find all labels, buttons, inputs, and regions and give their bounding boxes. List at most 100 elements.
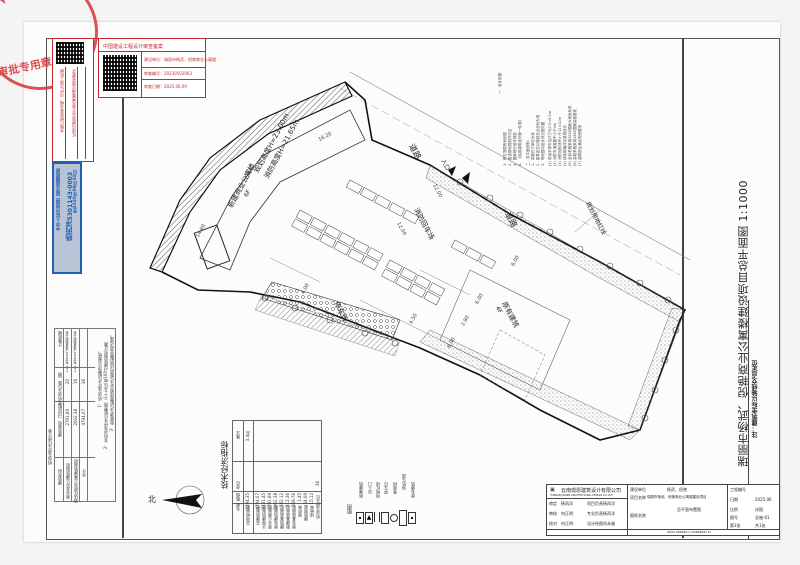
- new-building-outline: [199, 109, 366, 271]
- note-4: 4、《民用建筑设计统一标准》: [518, 118, 522, 166]
- econ-row-6-value: 512.36: [285, 493, 290, 507]
- econ-row-10-value: 15.12: [309, 493, 314, 505]
- econ-row-2-value: 3331.45: [261, 493, 266, 510]
- econ-row-0-note: 3.4亩: [245, 431, 250, 442]
- role-0: 审定: [549, 501, 557, 506]
- scale-label: 比例: [730, 507, 738, 512]
- role-5-name: 尚永福: [603, 521, 615, 526]
- note-15: (7) 建筑退让满足规划要求: [578, 124, 582, 166]
- role-3-name: 杨丙洋: [603, 501, 615, 506]
- drawing-name-value: 总平面布置图: [677, 507, 701, 512]
- role-0-name: 杨丙洋: [561, 501, 573, 506]
- drawing-main-note: 注：建筑坐标以轴线交点定位: [752, 360, 759, 438]
- approval-row-2: 审查编号：20230502003: [144, 71, 192, 76]
- drawing-title: 瑞丽市杨武、倪艳商业公寓楼建设项目总平面图 1:1000: [737, 180, 750, 468]
- econ-row-3-value: 2791.69: [267, 493, 272, 510]
- existing-building-dashed: [479, 329, 546, 401]
- grass-paver-parking-2: [254, 294, 401, 357]
- client-value: 杨武、倪艳: [667, 487, 687, 492]
- north-label: 北: [148, 495, 156, 504]
- sheet-label: 第1张: [730, 523, 741, 528]
- north-arrow: 北: [148, 480, 205, 520]
- planting-strip: [425, 164, 686, 323]
- role-2-name: 何正明: [561, 521, 573, 526]
- entrance-arrow-icon: ▲: [365, 512, 373, 524]
- company-name-en: YUNNAN JINGEN ARCHITECTURAL DESIGN CO.,L…: [550, 494, 613, 497]
- parking-spaces: [291, 179, 496, 306]
- qr-code-icon: [56, 42, 84, 64]
- econ-header-unit: 单位: [235, 481, 240, 489]
- road: [339, 71, 691, 276]
- star-icon: ★: [0, 0, 12, 12]
- planting-strip-east: [627, 307, 686, 431]
- legend-label-4: 景观树: [392, 482, 397, 494]
- red-line-leader: [574, 209, 601, 233]
- date-value: 2025.06: [755, 497, 772, 502]
- approval-header: 中国建设工程设计审查备案: [103, 44, 164, 50]
- legend-label-6: 原有建筑: [410, 482, 415, 498]
- econ-header-value: 数值: [235, 493, 240, 501]
- qr-code-icon: [103, 55, 137, 91]
- approval-side-box: 本图已经审查合格，可作为施工依据 红线内建筑总平面布置需满足规划要求: [52, 38, 94, 162]
- econ-header-note: 备注: [235, 431, 240, 439]
- scale-value: 详图: [755, 507, 763, 512]
- annex-building: [193, 224, 231, 270]
- company-name: 云南璟恩建筑设计有限公司: [561, 488, 622, 494]
- role-4-name: 杨丙洋: [603, 511, 615, 516]
- legend-title: 图例: [347, 504, 353, 514]
- date-label: 日期: [730, 497, 738, 502]
- tech-econ-table: 技术经济指标 名称 数值 单位 备注 总用地面积 2294.35 3.4亩 总建…: [220, 420, 322, 534]
- project-value: 瑞丽市杨武、倪艳商业公寓楼建设项目: [647, 495, 707, 499]
- existing-building-outline: [439, 269, 571, 391]
- approval-box: 中国建设工程设计审查备案 建设单位：瑞丽市杨武、倪艳商业公寓楼 审查编号：202…: [98, 38, 216, 98]
- drawing-name-label: 图纸名称: [630, 513, 646, 518]
- entrance-arrow-icon: [448, 166, 470, 184]
- role-4: 专业负责: [587, 511, 603, 516]
- proposed-building-icon: [356, 512, 364, 524]
- existing-building-icon: [408, 512, 416, 524]
- parking-stats-table: 机动车停车位统计表 建筑类别 建筑面积（㎡） 应配置机动车位数（辆） 计算依据 …: [47, 328, 116, 503]
- econ-row-4-value: 2002.38: [273, 493, 278, 510]
- design-notes: 一、设计依据： 1、甲方提供的地形图 2、建设用地规划许可证 3、国家现行设计规…: [492, 70, 692, 168]
- econ-row-7-value: 269.76: [291, 493, 296, 507]
- legend-label-5: 消防车道: [401, 474, 406, 490]
- role-3: 项目负责: [587, 501, 603, 506]
- drawing-inner-frame: [122, 38, 684, 538]
- approval-row-3: 审查日期：2025.06.09: [144, 84, 187, 89]
- econ-row-11-value: 36: [315, 481, 320, 487]
- company-logo-icon: ▣: [550, 487, 555, 493]
- legend-label-1: 出入口: [367, 482, 372, 494]
- approval-stamp: ★ 审批专用章: [0, 0, 98, 90]
- legend-label-3: 停车位: [383, 482, 388, 494]
- architect-registration-seal: 中华人民共和国二级注册建筑师 杨丙洋 5301143-0003 至2026年06…: [52, 162, 82, 274]
- job-no-label: 工程编号: [730, 487, 746, 492]
- red-line-icon: [374, 512, 380, 522]
- dimension-lines: [269, 257, 471, 351]
- parking-space-icon: [381, 512, 389, 524]
- role-5: 设计绘图: [587, 521, 603, 526]
- drawing-no-label: 图号: [730, 515, 738, 520]
- note-0: 一、设计依据：: [498, 69, 502, 95]
- econ-row-1-value: 4794.07: [255, 493, 260, 510]
- econ-row-5-value: 782.12: [279, 493, 284, 507]
- legend: 图例 新建建筑 ▲ 出入口 用地红线 停车位 景观树 消防车道 原有建筑: [346, 474, 416, 528]
- role-1: 审核: [549, 511, 557, 516]
- phone: 0692-2828501 13368829772: [667, 530, 712, 534]
- total-label: 共1张: [755, 523, 766, 528]
- north-arrow-icon: [162, 485, 205, 515]
- role-2: 校对: [549, 521, 557, 526]
- econ-row-9-value: 34.09: [303, 493, 308, 505]
- econ-row-11-name: 机动车停车位: [315, 495, 320, 519]
- fire-lane-icon: [399, 510, 407, 526]
- econ-row-0-value: 2294.35: [245, 493, 250, 510]
- econ-title: 技术经济指标: [220, 441, 229, 489]
- approval-row-1: 建设单位：瑞丽市杨武、倪艳商业公寓楼: [144, 57, 216, 62]
- drawing-sheet: [24, 22, 780, 542]
- note-8: 3、场地竖向设计详见竖向图: [541, 121, 545, 166]
- title-block: ▣ 云南璟恩建筑设计有限公司 YUNNAN JINGEN ARCHITECTUR…: [546, 484, 780, 536]
- client-label: 建设单位: [630, 487, 646, 492]
- econ-row-8-value: 1.45: [297, 493, 302, 502]
- legend-label-2: 用地红线: [375, 482, 380, 498]
- tree-icon: [390, 514, 398, 522]
